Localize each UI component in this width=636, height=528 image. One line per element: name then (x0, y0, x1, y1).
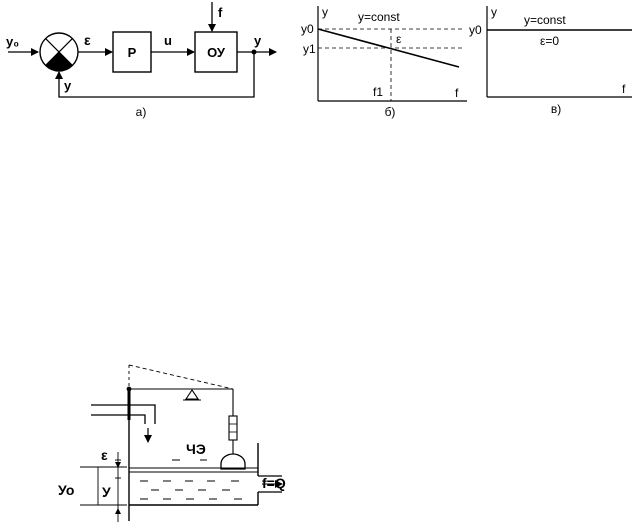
comparator-element (39, 32, 79, 72)
linkage-dashed-line (128, 364, 234, 390)
feedback-path (55, 52, 255, 98)
graph-v-eps-zero-label: ε=0 (540, 34, 559, 48)
plant-block (194, 31, 238, 73)
input-label: у₀ (6, 34, 19, 49)
caption-b: б) (385, 105, 396, 119)
feedback-label: у (64, 78, 72, 93)
graph-b-eps-label: ε (396, 32, 402, 46)
regulator-label: Р (128, 45, 137, 60)
graph-v-x-axis-label: f (622, 82, 626, 96)
sensor-label: ЧЭ (186, 441, 206, 457)
output-label: у (254, 33, 262, 48)
y-label: У (102, 484, 111, 500)
graph-b-x-axis-label: f (455, 86, 459, 100)
tank-schematic: ЧЭ f=Q (58, 364, 286, 522)
fulcrum-icon (184, 389, 200, 400)
y0-label: Уо (58, 482, 74, 498)
graph-b-y0-label: у0 (301, 22, 314, 36)
graph-b-y1-label: у1 (303, 42, 316, 56)
graph-v: у f у=const ε=0 у0 в) (469, 5, 632, 116)
graph-b-output-line (317, 28, 460, 68)
graph-b-f1-label: f1 (373, 85, 383, 99)
graph-v-const-label: у=const (524, 13, 566, 27)
graph-v-y0-label: у0 (469, 23, 482, 37)
caption-a: а) (136, 105, 147, 119)
sensor-float (220, 453, 246, 470)
inlet-elbow-inner (139, 414, 146, 424)
regulator-block (112, 31, 152, 73)
caption-v: в) (551, 102, 561, 116)
inlet-elbow-outer (130, 404, 156, 424)
eps-label: ε (101, 447, 108, 463)
spring-element (228, 415, 238, 441)
block-diagram: у₀ ε Р u ОУ f у у а) (6, 2, 277, 119)
liquid-hatching (140, 459, 242, 500)
plant-label: ОУ (207, 45, 226, 60)
graph-b-y-axis-label: у (322, 5, 328, 19)
outflow-label: f=Q (262, 475, 286, 491)
disturbance-label: f (218, 5, 223, 20)
graph-b-const-label: у=const (358, 10, 400, 24)
control-label: u (164, 33, 172, 48)
graph-v-y-axis-label: у (491, 5, 497, 19)
graph-b: у f у=const у0 у1 ε f1 б) (301, 5, 467, 119)
error-label: ε (84, 32, 91, 48)
